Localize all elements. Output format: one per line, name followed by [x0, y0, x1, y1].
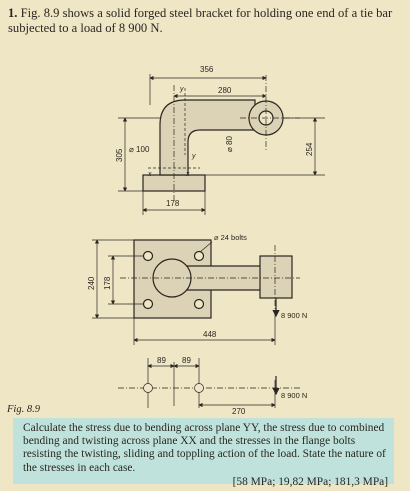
- problem-number: 1.: [8, 6, 18, 20]
- section-x2: x: [185, 171, 190, 178]
- dim-178-top: 178: [166, 199, 180, 208]
- bolt-diagram: [118, 358, 300, 408]
- dim-356: 356: [200, 65, 214, 74]
- dim-270: 270: [232, 407, 246, 415]
- bolt-tr: [193, 250, 205, 262]
- dim-89a: 89: [157, 356, 166, 365]
- dim-178-side: 178: [103, 276, 112, 290]
- answer-text: [58 MPa; 19,82 MPa; 181,3 MPa]: [232, 475, 388, 488]
- dim-448: 448: [203, 330, 217, 339]
- load-label-2: 8 900 N: [281, 391, 307, 400]
- question-box: Calculate the stress due to bending acro…: [13, 418, 394, 488]
- load-label-1: 8 900 N: [281, 311, 307, 320]
- label-bolts: ⌀ 24 bolts: [214, 233, 247, 242]
- dim-dia80: ⌀ 80: [225, 136, 234, 152]
- bracket-drawing: 356 280 305 254 ⌀ 100 ⌀ 80 178 y y x x: [87, 65, 325, 415]
- dim-89b: 89: [182, 356, 191, 365]
- bolt-tl: [142, 250, 154, 262]
- bolt-bl: [142, 298, 154, 310]
- problem-text: Fig. 8.9 shows a solid forged steel brac…: [8, 6, 393, 35]
- dim-240: 240: [87, 276, 96, 290]
- problem-statement: 1. Fig. 8.9 shows a solid forged steel b…: [8, 6, 402, 36]
- plan-boss: [259, 255, 293, 299]
- figure-label: Fig. 8.9: [7, 404, 40, 415]
- section-y-mid: y: [191, 153, 196, 160]
- dim-305: 305: [115, 148, 124, 162]
- section-y-top: y: [179, 86, 184, 93]
- dim-dia100: ⌀ 100: [129, 145, 150, 154]
- bolt-br: [193, 298, 205, 310]
- plan-view: [133, 239, 293, 319]
- dim-280: 280: [218, 86, 232, 95]
- dim-254: 254: [305, 142, 314, 156]
- section-x1: x: [147, 171, 152, 178]
- question-text: Calculate the stress due to bending acro…: [23, 422, 386, 474]
- elevation-view: [142, 99, 284, 192]
